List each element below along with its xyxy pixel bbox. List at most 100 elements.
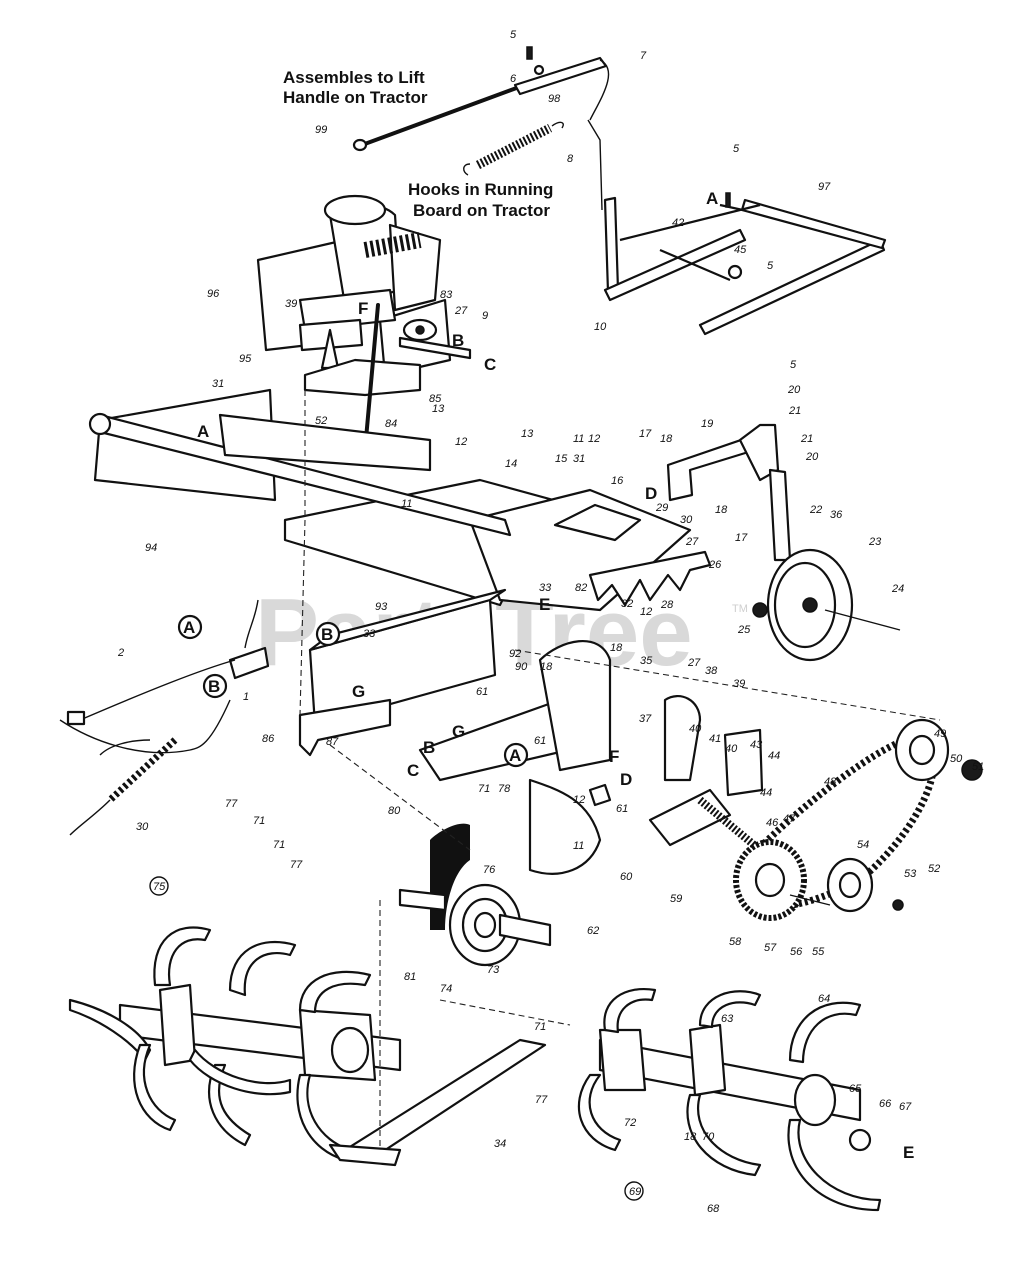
part-label-67: 67 <box>899 1101 912 1113</box>
ref-letter-f: F <box>358 299 368 318</box>
alignment-lines <box>299 390 941 1150</box>
part-label-70: 70 <box>702 1131 715 1143</box>
part-label-18: 18 <box>660 433 673 445</box>
part-label-92: 92 <box>509 648 521 660</box>
part-label-90: 90 <box>515 661 528 673</box>
part-label-17: 17 <box>639 428 652 440</box>
part-label-83: 83 <box>440 289 453 301</box>
part-label-6: 6 <box>510 73 517 85</box>
part-label-21: 21 <box>788 405 801 417</box>
neutral-switch <box>59 599 270 754</box>
part-label-52: 52 <box>315 415 327 427</box>
part-label-7: 7 <box>640 50 647 62</box>
part-label-38: 38 <box>705 665 718 677</box>
part-label-5: 5 <box>510 29 517 41</box>
ref-letter-a: A <box>706 189 718 208</box>
ref-letter-c2: C <box>407 761 419 780</box>
part-label-84: 84 <box>385 418 397 430</box>
part-label-78: 78 <box>498 783 511 795</box>
part-label-45: 45 <box>734 244 747 256</box>
part-label-77: 77 <box>225 798 238 810</box>
part-label-43: 43 <box>750 739 763 751</box>
part-label-46: 46 <box>766 817 779 829</box>
part-label-40b: 40 <box>725 743 738 755</box>
ref-letter-g: G <box>352 682 365 701</box>
part-label-15: 15 <box>555 453 568 465</box>
part-label-71: 71 <box>478 783 490 795</box>
depth-wheel <box>752 468 901 662</box>
part-label-72: 72 <box>624 1117 636 1129</box>
part-label-50: 50 <box>950 753 963 765</box>
wheel-bracket <box>666 423 780 502</box>
part-label-26: 26 <box>708 559 722 571</box>
ref-letter-b2: B <box>423 738 435 757</box>
part-label-12c: 12 <box>640 606 652 618</box>
part-label-11c: 11 <box>573 840 584 852</box>
part-label-87: 87 <box>326 736 339 748</box>
lift-handle-note-line2: Handle on Tractor <box>283 88 428 107</box>
part-label-29: 29 <box>655 502 668 514</box>
extension-spring <box>463 121 564 176</box>
part-label-64: 64 <box>818 993 830 1005</box>
part-label-62: 62 <box>587 925 599 937</box>
part-label-48: 48 <box>824 776 837 788</box>
mounting-bracket <box>298 698 392 757</box>
part-label-9: 9 <box>482 310 488 322</box>
gear-sprocket <box>733 839 831 921</box>
part-label-44b: 44 <box>760 787 772 799</box>
circled-a-marker <box>177 614 203 640</box>
part-label-18e: 18 <box>684 1131 697 1143</box>
lift-rod-assembly <box>352 46 610 152</box>
part-label-20: 20 <box>787 384 801 396</box>
part-label-14: 14 <box>505 458 517 470</box>
part-label-59: 59 <box>670 893 682 905</box>
part-label-5b: 5 <box>733 143 740 155</box>
part-label-27: 27 <box>454 305 468 317</box>
part-label-18d: 18 <box>540 661 553 673</box>
part-label-22: 22 <box>809 504 822 516</box>
part-label-12b: 12 <box>588 433 600 445</box>
part-label-10: 10 <box>594 321 607 333</box>
part-label-80: 80 <box>388 805 401 817</box>
circled-b-marker <box>202 673 228 699</box>
part-label-54: 54 <box>857 839 869 851</box>
part-label-77b: 77 <box>290 859 303 871</box>
part-label-81: 81 <box>404 971 416 983</box>
part-label-75: 75 <box>153 881 166 893</box>
ref-letter-circled-a2: A <box>509 746 521 765</box>
part-label-74: 74 <box>440 983 452 995</box>
part-label-47: 47 <box>783 813 796 825</box>
lift-frame <box>587 119 887 336</box>
part-label-52b: 52 <box>928 863 940 875</box>
ref-letter-b: B <box>452 331 464 350</box>
transmission-housing <box>418 639 612 875</box>
part-label-19: 19 <box>701 418 713 430</box>
part-label-17b: 17 <box>735 532 748 544</box>
lift-handle-note-line1: Assembles to Lift <box>283 68 425 87</box>
circled-b-marker-2 <box>315 621 341 647</box>
part-label-39b: 39 <box>733 678 745 690</box>
part-label-49: 49 <box>934 728 946 740</box>
tensioner-bracket <box>588 694 764 847</box>
part-label-31: 31 <box>212 378 224 390</box>
tension-spring <box>697 796 763 854</box>
part-label-27b: 27 <box>685 536 699 548</box>
part-label-93: 93 <box>375 601 388 613</box>
part-label-24: 24 <box>891 583 904 595</box>
part-label-61: 61 <box>476 686 488 698</box>
part-label-94: 94 <box>145 542 157 554</box>
ref-letter-circled-b: B <box>208 677 220 696</box>
part-number-labels: 5 6 7 98 99 8 5 97 42 45 5 10 96 39 83 2… <box>117 29 984 1215</box>
part-label-20b: 20 <box>805 451 819 463</box>
part-label-11b: 11 <box>573 433 584 445</box>
part-label-2: 2 <box>117 647 124 659</box>
part-label-30: 30 <box>680 514 693 526</box>
part-label-33b: 33 <box>363 628 376 640</box>
depth-bar <box>553 503 712 607</box>
part-label-63: 63 <box>721 1013 734 1025</box>
circled-a-marker-2 <box>503 742 529 768</box>
part-label-18c: 18 <box>610 642 623 654</box>
part-label-77c: 77 <box>535 1094 548 1106</box>
part-label-86: 86 <box>262 733 275 745</box>
part-label-73: 73 <box>487 964 500 976</box>
